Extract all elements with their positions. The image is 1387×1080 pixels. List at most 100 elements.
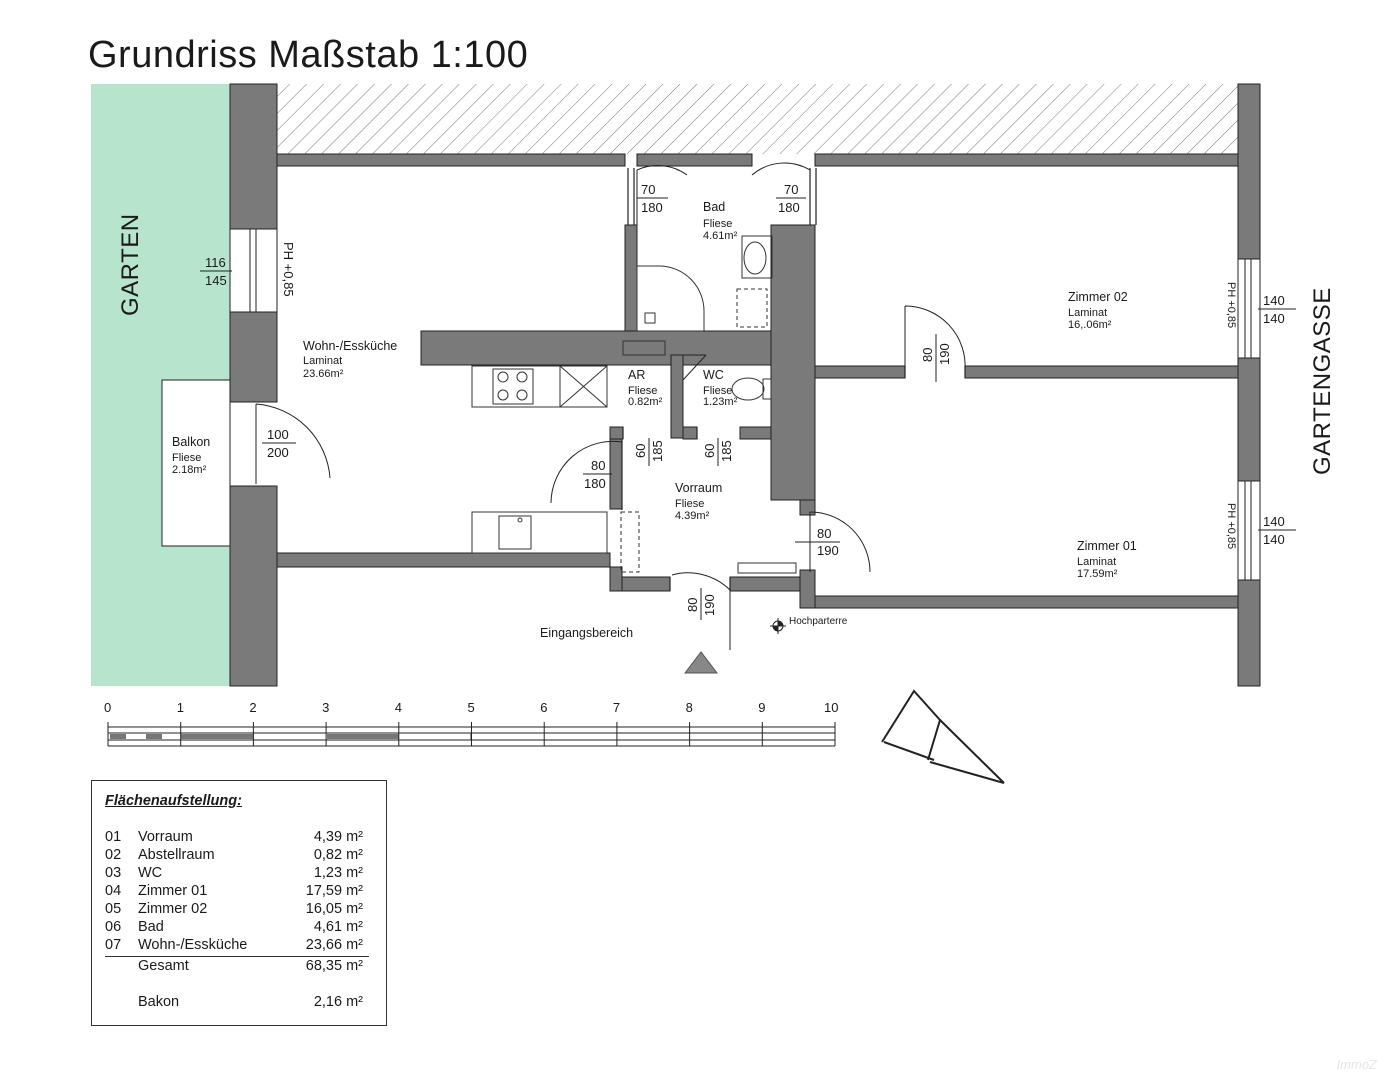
- room-name-zimmer01: Zimmer 01: [1077, 539, 1137, 553]
- door-bad-left-h: 180: [641, 200, 663, 215]
- room-floor-balkon: Fliese: [172, 452, 201, 464]
- door-z02-w: 80: [920, 348, 935, 362]
- area-total-value: 68,35 m²: [305, 958, 363, 974]
- door-bad-right-h: 180: [778, 200, 800, 215]
- area-row-name: Bad: [138, 919, 164, 935]
- hatched-area: [277, 84, 1238, 154]
- area-row: 05 Zimmer 02 16,05 m²: [105, 901, 369, 919]
- win-garden-h: 145: [205, 273, 227, 288]
- room-name-vorraum: Vorraum: [675, 481, 722, 495]
- kitchen-counter: [471, 365, 608, 554]
- area-balcony-row: Bakon 2,16 m²: [105, 994, 369, 1012]
- area-table-heading: Flächenaufstellung:: [105, 793, 242, 809]
- room-name-zimmer02: Zimmer 02: [1068, 290, 1128, 304]
- door-z01-w: 80: [817, 526, 831, 541]
- area-row-value: 16,05 m²: [305, 901, 363, 917]
- door-dimensions: 100 200 70 180 70 180 80 180 60 185 60 1…: [262, 182, 952, 620]
- room-area-ar: 0.82m²: [628, 396, 663, 408]
- window-garden: [229, 228, 278, 313]
- room-name-wc: WC: [703, 368, 724, 382]
- area-row-value: 23,66 m²: [305, 937, 363, 953]
- room-area-zimmer02: 16,.06m²: [1068, 319, 1112, 331]
- walls: [229, 83, 1261, 687]
- area-total-row: Gesamt 68,35 m²: [105, 958, 369, 976]
- level-label: Hochparterre: [789, 616, 848, 627]
- area-row: 01 Vorraum 4,39 m²: [105, 829, 369, 847]
- scale-tick-label: 4: [395, 700, 402, 715]
- scale-tick-label: 2: [249, 700, 256, 715]
- door-wc-w: 60: [702, 444, 717, 458]
- area-balcony-name: Bakon: [138, 994, 180, 1010]
- win-z01-h: 140: [1263, 532, 1285, 547]
- door-balkon-w: 100: [267, 427, 289, 442]
- scale-tick-label: 9: [758, 700, 765, 715]
- scale-tick-label: 8: [686, 700, 693, 715]
- room-area-vorraum: 4.39m²: [675, 510, 710, 522]
- door-ar-h: 185: [650, 440, 665, 462]
- plan-title: Grundriss Maßstab 1:100: [88, 34, 529, 76]
- door-z01-h: 190: [817, 543, 839, 558]
- room-floor-bad: Fliese: [703, 218, 732, 230]
- area-row: 06 Bad 4,61 m²: [105, 919, 369, 937]
- room-floor-ar: Fliese: [628, 385, 657, 397]
- area-row-value: 4,39 m²: [313, 829, 363, 845]
- area-row-number: 04: [105, 883, 122, 899]
- room-name-wohnkueche: Wohn-/Essküche: [303, 339, 397, 353]
- room-area-wohnkueche: 23.66m²: [303, 368, 344, 380]
- door-frames: [621, 168, 966, 591]
- room-area-bad: 4.61m²: [703, 230, 738, 242]
- scale-tick-label: 0: [104, 700, 111, 715]
- room-area-balkon: 2.18m²: [172, 464, 207, 476]
- win-z01-w: 140: [1263, 514, 1285, 529]
- win-z02-ph: PH +0,85: [1225, 282, 1237, 328]
- room-name-bad: Bad: [703, 200, 725, 214]
- door-wc-h: 185: [719, 440, 734, 462]
- room-area-zimmer01: 17.59m²: [1077, 568, 1118, 580]
- door-z02-h: 190: [937, 343, 952, 365]
- window-dimensions: 116 145 PH +0,85 140 140 PH +0,85 140 14…: [200, 242, 1296, 549]
- watermark: ImmoZ: [1336, 1057, 1377, 1072]
- area-row-number: 06: [105, 919, 122, 935]
- room-labels: Wohn-/Essküche Laminat 23.66m² Balkon Fl…: [172, 200, 1137, 640]
- area-row-number: 03: [105, 865, 122, 881]
- door-bad-left-w: 70: [641, 182, 655, 197]
- area-row: 07 Wohn-/Essküche 23,66 m²: [105, 937, 369, 955]
- win-garden-ph: PH +0,85: [281, 242, 296, 297]
- window-zimmer02: [1237, 258, 1261, 359]
- balcony-outline: [161, 379, 231, 547]
- room-floor-zimmer01: Laminat: [1077, 556, 1116, 568]
- door-bad-right-w: 70: [784, 182, 798, 197]
- area-row-name: WC: [138, 865, 163, 881]
- win-z02-h: 140: [1263, 311, 1285, 326]
- door-ar-w: 60: [633, 444, 648, 458]
- scale-tick-label: 3: [322, 700, 329, 715]
- area-row: 02 Abstellraum 0,82 m²: [105, 847, 369, 865]
- room-area-wc: 1.23m²: [703, 396, 738, 408]
- door-balkon-h: 200: [267, 445, 289, 460]
- area-row-value: 1,23 m²: [313, 865, 363, 881]
- area-row-name: Wohn-/Essküche: [138, 937, 248, 953]
- room-floor-wc: Fliese: [703, 385, 732, 397]
- door-wohn-h: 180: [584, 476, 606, 491]
- room-name-ar: AR: [628, 368, 645, 382]
- room-floor-vorraum: Fliese: [675, 498, 704, 510]
- area-row: 03 WC 1,23 m²: [105, 865, 369, 883]
- room-name-balkon: Balkon: [172, 435, 210, 449]
- area-total-name: Gesamt: [138, 958, 189, 974]
- area-row-name: Abstellraum: [138, 847, 215, 863]
- scale-tick-label: 1: [177, 700, 184, 715]
- win-z02-w: 140: [1263, 293, 1285, 308]
- door-wohn-w: 80: [591, 458, 605, 473]
- area-row-value: 17,59 m²: [305, 883, 363, 899]
- area-row-number: 05: [105, 901, 122, 917]
- north-arrow-icon: [881, 689, 1005, 784]
- area-row-value: 0,82 m²: [313, 847, 363, 863]
- win-garden-w: 116: [205, 255, 226, 270]
- area-row-value: 4,61 m²: [313, 919, 363, 935]
- bath-fixtures: [620, 235, 797, 574]
- total-divider: [105, 956, 369, 957]
- room-floor-wohnkueche: Laminat: [303, 355, 342, 367]
- street-label: GARTENGASSE: [1309, 287, 1336, 475]
- door-entry-h: 190: [702, 594, 717, 616]
- scale-tick-label: 7: [613, 700, 620, 715]
